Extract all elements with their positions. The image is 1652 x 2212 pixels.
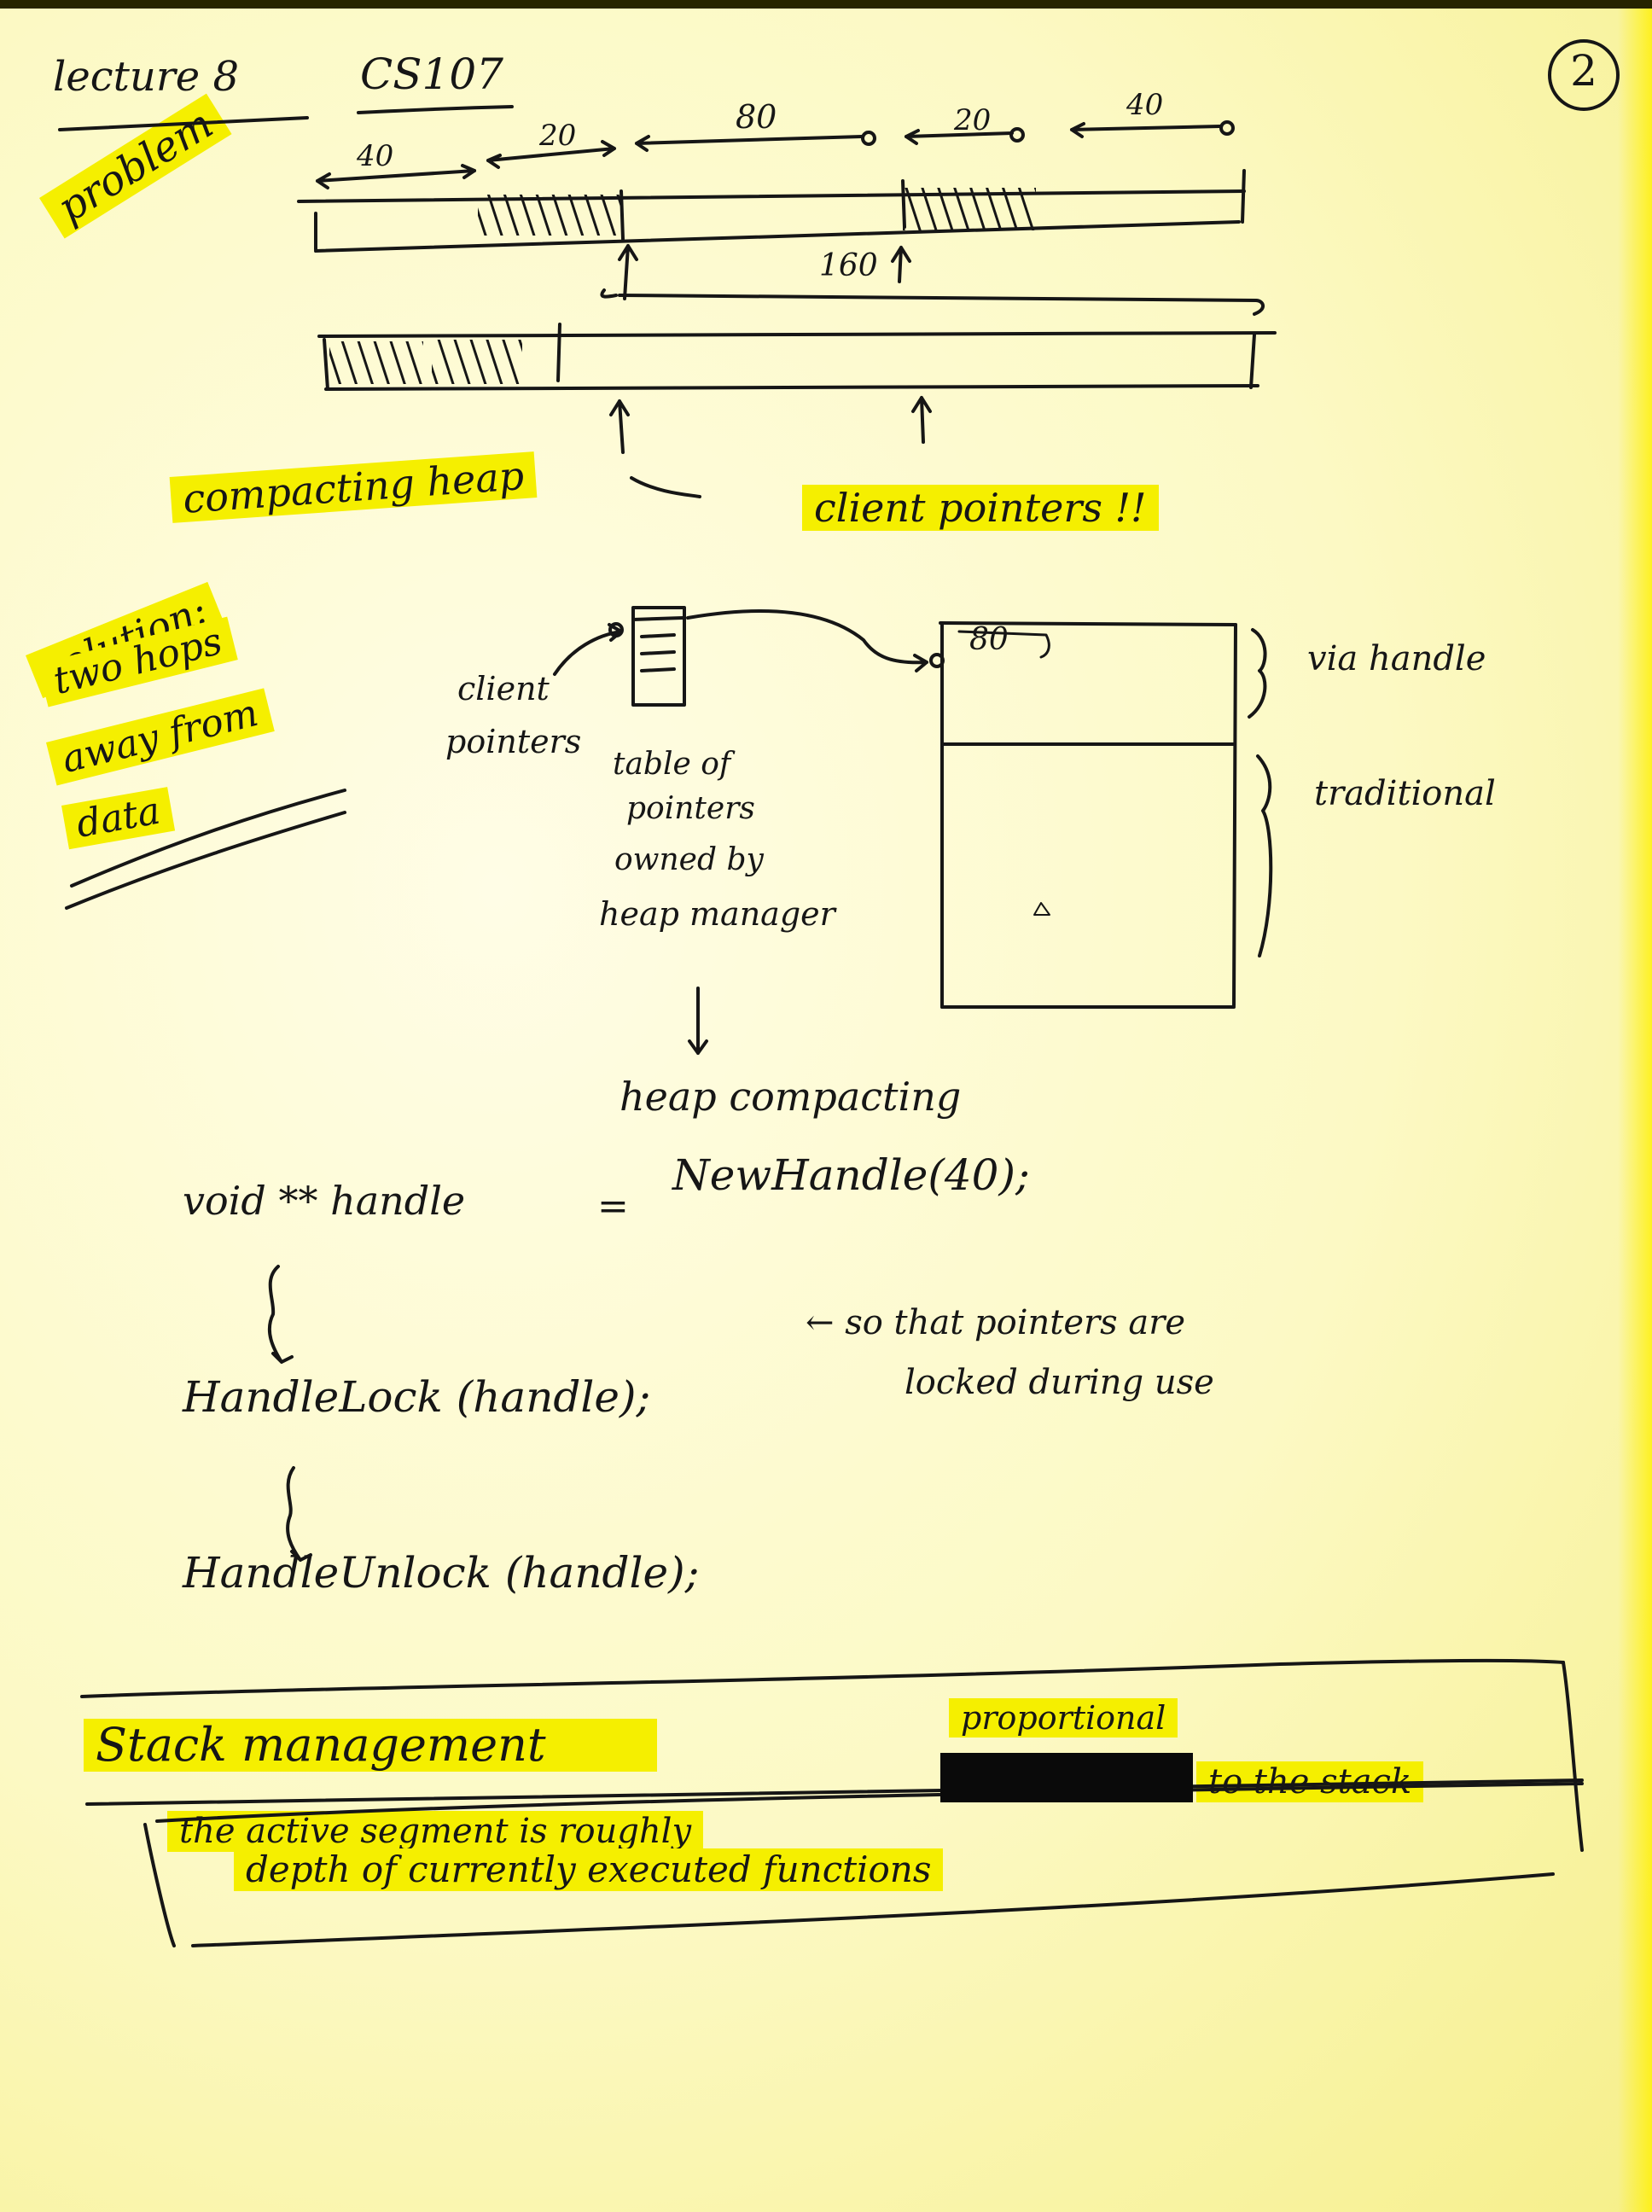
stack-description: the active segment is roughly bbox=[167, 1811, 704, 1852]
code-handle-declaration: void ** handle bbox=[183, 1178, 466, 1224]
via-handle-brace bbox=[1248, 628, 1267, 719]
page-number-circle bbox=[1548, 39, 1620, 111]
block-size-label: 80 bbox=[969, 622, 1009, 657]
compaction-down-arrow bbox=[688, 987, 708, 1055]
handlelock-note: ← so that pointers are bbox=[806, 1303, 1186, 1342]
segment-size-label: 40 bbox=[1126, 88, 1164, 122]
stack-management-title: Stack management bbox=[84, 1719, 657, 1772]
flow-brace bbox=[267, 1265, 294, 1364]
handle-table bbox=[553, 606, 945, 707]
segment-size-label: 20 bbox=[954, 103, 992, 137]
redaction-block bbox=[940, 1753, 1193, 1802]
page-number: 2 bbox=[1570, 46, 1597, 96]
code-handleunlock-call: HandleUnlock (handle); bbox=[183, 1548, 700, 1598]
title-underline bbox=[58, 116, 309, 131]
lecture-title: lecture 8 bbox=[53, 53, 239, 101]
handlelock-note: locked during use bbox=[905, 1363, 1214, 1402]
stack-description: depth of currently executed functions bbox=[234, 1848, 944, 1891]
free-space-label: 160 bbox=[819, 248, 878, 283]
heap-box bbox=[939, 621, 1237, 1009]
segment-size-label: 20 bbox=[539, 119, 577, 153]
handle-table-label: pointers bbox=[626, 791, 755, 826]
client-pointers-label: pointers bbox=[445, 723, 582, 760]
stack-box bbox=[80, 1658, 1584, 1947]
heap-compacting-label: heap compacting bbox=[620, 1074, 962, 1120]
free-space-pointer-arrows bbox=[600, 244, 1265, 316]
course-code: CS107 bbox=[360, 49, 503, 99]
handle-table-label: owned by bbox=[614, 842, 764, 877]
client-pointers-label: client bbox=[457, 670, 550, 707]
solution-underline bbox=[70, 789, 346, 888]
client-pointers-warning: client pointers !! bbox=[802, 485, 1159, 531]
paper-right-edge bbox=[1618, 9, 1652, 2212]
compaction-arrows bbox=[609, 396, 932, 498]
handle-table-label: table of bbox=[613, 747, 731, 782]
code-equals: = bbox=[597, 1185, 629, 1228]
heap-bar-compacted bbox=[317, 323, 1277, 391]
code-newhandle-call: NewHandle(40); bbox=[672, 1150, 1030, 1200]
segment-size-label: 40 bbox=[357, 139, 394, 173]
heap-bar-fragmented bbox=[297, 169, 1246, 253]
via-handle-label: via handle bbox=[1307, 639, 1486, 678]
title-underline bbox=[357, 105, 514, 114]
handle-table-label: heap manager bbox=[599, 895, 835, 933]
paper-top-edge bbox=[0, 0, 1652, 9]
traditional-label: traditional bbox=[1314, 774, 1496, 813]
proportional-label: proportional bbox=[949, 1698, 1178, 1738]
solution-underline bbox=[65, 811, 346, 910]
traditional-brace bbox=[1256, 754, 1273, 958]
segment-arrows bbox=[316, 120, 1235, 189]
code-handlelock-call: HandleLock (handle); bbox=[183, 1372, 651, 1422]
segment-size-label: 80 bbox=[736, 98, 777, 136]
flow-brace bbox=[286, 1466, 312, 1562]
